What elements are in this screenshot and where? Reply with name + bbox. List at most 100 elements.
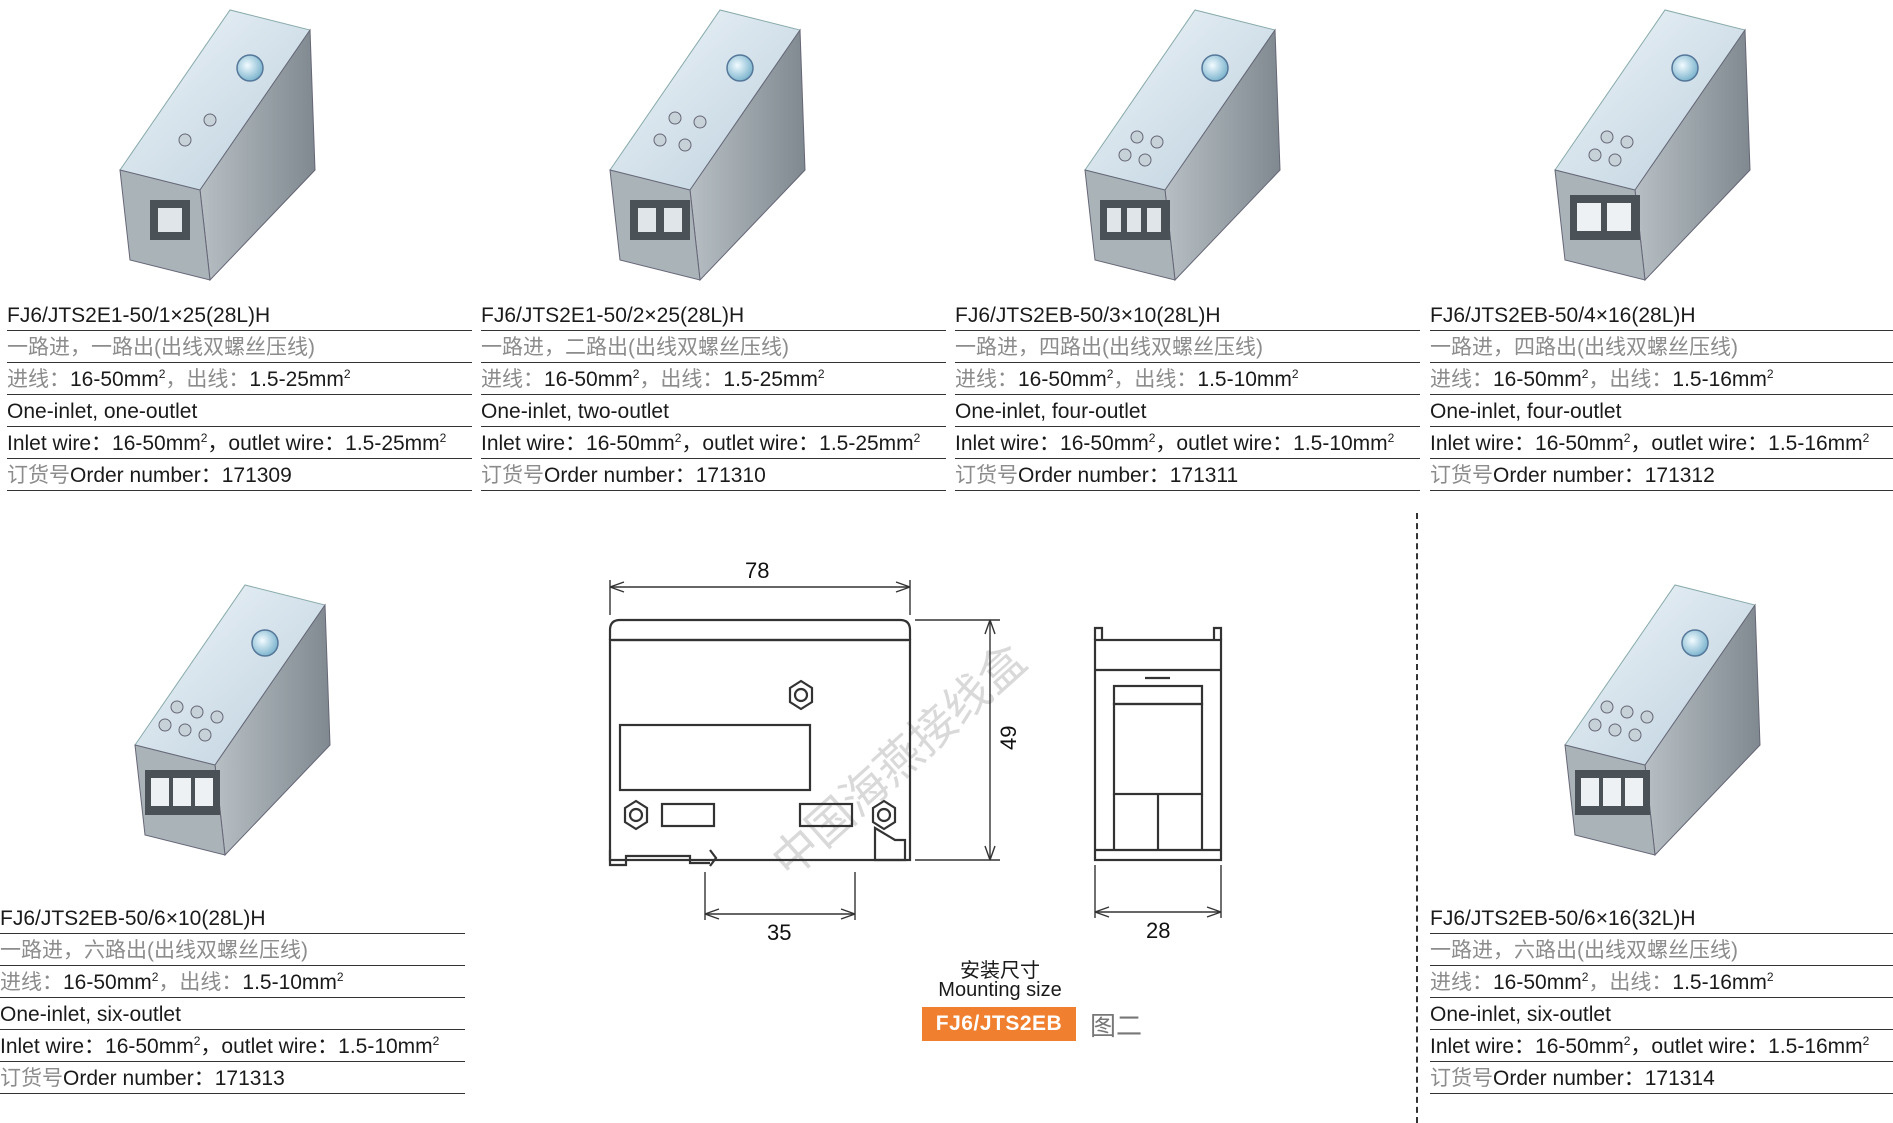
sup: 2 [1581,970,1589,984]
wire-spec-cn: 进线：16-50mm2，出线：1.5-10mm2 [0,966,465,998]
model-name: FJ6/JTS2EB-50/6×16(32L)H [1430,902,1893,934]
product-photo [119,9,316,282]
outlet-value: 1.5-10mm [338,1035,433,1058]
description-en: One-inlet, six-outlet [0,998,465,1030]
dim-rail-label: 35 [767,920,791,945]
outlet-value: 1.5-25mm [249,368,344,391]
sup: 2 [1766,970,1774,984]
sup: 2 [1387,431,1395,445]
outlet-label: ，outlet wire： [200,1035,339,1058]
product-photo [1554,9,1751,282]
sup: 2 [336,970,344,984]
figure-label: 图二 [1090,1012,1143,1042]
order-label: Order number： [1018,464,1170,487]
description-cn: 一路进，六路出(出线双螺丝压线) [1430,934,1893,966]
description-cn: 一路进，一路出(出线双螺丝压线) [7,331,472,363]
inlet-label-cn: 进线： [0,971,63,994]
caption-en: Mounting size [938,979,1062,1001]
order-label-cn: 订货号 [481,464,544,487]
inlet-value: 16-50mm [63,971,152,994]
outlet-value: 1.5-10mm [1197,368,1292,391]
description-cn: 一路进，四路出(出线双螺丝压线) [1430,331,1893,363]
order-number: 171313 [214,1067,285,1090]
outlet-label-cn: ，出线： [1588,368,1673,391]
order-label-cn: 订货号 [0,1067,63,1090]
wire-spec-en: Inlet wire：16-50mm2，outlet wire：1.5-16mm… [1430,427,1893,459]
dashed-separator [1416,513,1418,1123]
outlet-value: 1.5-16mm [1768,432,1863,455]
sup: 2 [200,431,208,445]
inlet-value: 16-50mm [1493,971,1582,994]
description-en: One-inlet, four-outlet [955,395,1420,427]
order-line: 订货号Order number：171309 [7,459,472,491]
inlet-label: Inlet wire： [481,432,587,455]
outlet-value: 1.5-25mm [723,368,818,391]
sup: 2 [674,431,682,445]
order-line: 订货号Order number：171314 [1430,1062,1893,1094]
outlet-value: 1.5-16mm [1672,971,1767,994]
wire-spec-cn: 进线：16-50mm2，出线：1.5-25mm2 [481,363,946,395]
model-name: FJ6/JTS2E1-50/1×25(28L)H [7,299,472,331]
order-line: 订货号Order number：171310 [481,459,946,491]
model-name: FJ6/JTS2EB-50/4×16(28L)H [1430,299,1893,331]
wire-spec-en: Inlet wire：16-50mm2，outlet wire：1.5-10mm… [955,427,1420,459]
description-en: One-inlet, two-outlet [481,395,946,427]
outlet-label-cn: ，出线： [1113,368,1198,391]
inlet-value: 16-50mm [1018,368,1107,391]
dim-side-label: 28 [1146,918,1170,943]
side-dimensions [1094,865,1222,918]
description-cn: 一路进，六路出(出线双螺丝压线) [0,934,465,966]
inlet-label: Inlet wire： [1430,432,1536,455]
outlet-value: 1.5-25mm [345,432,440,455]
outlet-value: 1.5-16mm [1672,368,1767,391]
spec-block: FJ6/JTS2EB-50/4×16(28L)H 一路进，四路出(出线双螺丝压线… [1430,299,1893,491]
order-number: 171310 [695,464,766,487]
sup: 2 [1106,367,1114,381]
inlet-value: 16-50mm [1493,368,1582,391]
inlet-label: Inlet wire： [7,432,113,455]
watermark: 中国海燕接线盒 [761,633,1036,889]
inlet-value: 16-50mm [105,1035,194,1058]
outlet-label-cn: ，出线： [158,971,243,994]
order-line: 订货号Order number：171313 [0,1062,465,1094]
inlet-value: 16-50mm [544,368,633,391]
order-label-cn: 订货号 [7,464,70,487]
inlet-label: Inlet wire： [955,432,1061,455]
outlet-label: ，outlet wire： [1630,432,1769,455]
order-number: 171312 [1644,464,1715,487]
sup: 2 [1623,431,1631,445]
drawing-caption: 安装尺寸 Mounting size [900,960,1100,1000]
side-view [1093,626,1223,862]
wire-spec-cn: 进线：16-50mm2，出线：1.5-16mm2 [1430,966,1893,998]
inlet-label: Inlet wire： [1430,1035,1536,1058]
mounting-drawing: 中国海燕接线盒 78 49 35 [608,560,1223,945]
sup: 2 [1862,1034,1870,1048]
sup: 2 [193,1034,201,1048]
front-view [608,618,912,867]
inlet-label-cn: 进线： [481,368,544,391]
order-number: 171314 [1644,1067,1715,1090]
order-label: Order number： [1493,464,1645,487]
product-photo [1084,9,1281,282]
inlet-value: 16-50mm [1060,432,1149,455]
inlet-label-cn: 进线： [955,368,1018,391]
sup: 2 [432,1034,440,1048]
order-label: Order number： [1493,1067,1645,1090]
product-photo [1564,584,1761,857]
inlet-value: 16-50mm [586,432,675,455]
description-cn: 一路进，二路出(出线双螺丝压线) [481,331,946,363]
order-line: 订货号Order number：171312 [1430,459,1893,491]
outlet-value: 1.5-10mm [242,971,337,994]
outlet-value: 1.5-25mm [819,432,914,455]
spec-block: FJ6/JTS2EB-50/3×10(28L)H 一路进，四路出(出线双螺丝压线… [955,299,1420,491]
outlet-label-cn: ，出线： [1588,971,1673,994]
dim-width-label: 78 [745,560,769,583]
caption-cn: 安装尺寸 [960,958,1040,982]
sup: 2 [158,367,166,381]
description-en: One-inlet, six-outlet [1430,998,1893,1030]
outlet-label: ，outlet wire： [681,432,820,455]
sup: 2 [1623,1034,1631,1048]
inlet-value: 16-50mm [112,432,201,455]
sup: 2 [913,431,921,445]
outlet-label: ，outlet wire： [1155,432,1294,455]
